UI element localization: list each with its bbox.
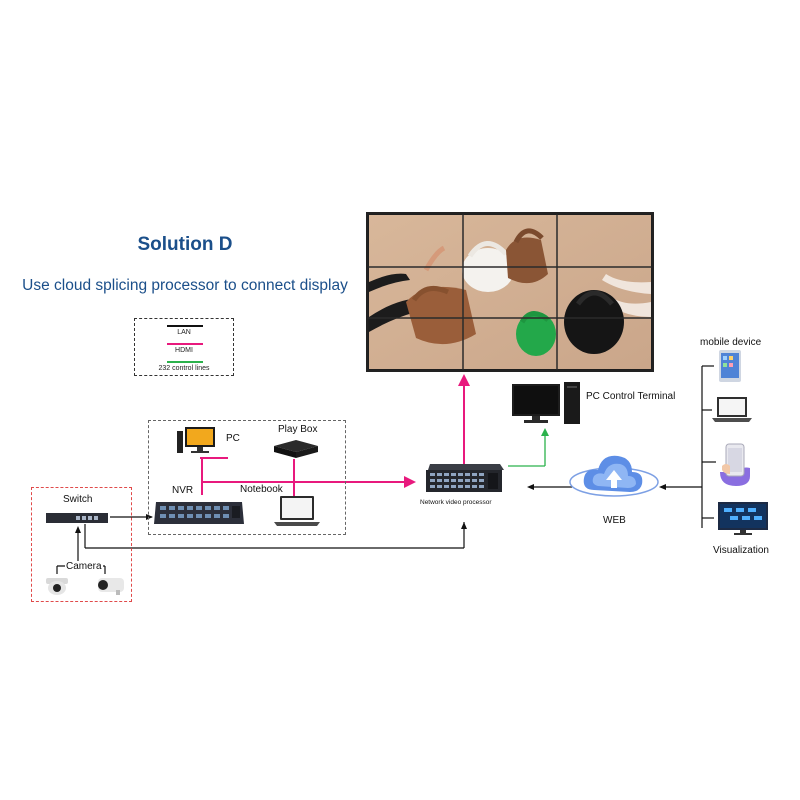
camera-dome-icon (44, 576, 70, 596)
video-wall-image (365, 211, 655, 373)
mobile-device-label: mobile device (700, 337, 762, 348)
video-wall (365, 211, 655, 373)
network-video-processor-icon (424, 464, 504, 496)
web-label: WEB (603, 515, 626, 526)
pc-label: PC (226, 433, 240, 444)
control-wires (508, 432, 546, 467)
camera-bullet-icon (94, 576, 126, 596)
phone-hand-icon (716, 442, 756, 488)
legend-hdmi-line (167, 343, 203, 345)
legend: LAN HDMI 232 control lines (134, 318, 234, 376)
camera-label: Camera (65, 561, 103, 572)
play-box-label: Play Box (278, 424, 318, 435)
legend-lan-line (167, 325, 203, 327)
pc-control-terminal-icon (512, 382, 580, 426)
pc-control-terminal-label: PC Control Terminal (586, 391, 676, 402)
solution-subtitle: Use cloud splicing processor to connect … (22, 277, 348, 294)
switch-label: Switch (63, 494, 93, 505)
lan-wires (56, 365, 716, 574)
nvr-device-icon (152, 500, 246, 526)
legend-control-label: 232 control lines (158, 365, 210, 372)
visualization-screen-icon (718, 502, 768, 536)
solution-title: Solution D (137, 234, 233, 255)
legend-hdmi-label: HDMI (175, 347, 193, 354)
legend-control-line (167, 361, 203, 363)
play-box-icon (270, 438, 320, 460)
source-devices-box (148, 420, 346, 535)
laptop-icon (712, 397, 752, 423)
legend-lan-label: LAN (177, 329, 191, 336)
notebook-laptop-icon (274, 496, 320, 528)
nvr-label: NVR (172, 485, 194, 496)
visualization-label: Visualization (713, 545, 769, 556)
hdmi-wires (200, 385, 465, 497)
notebook-label: Notebook (240, 484, 283, 495)
tablet-icon (719, 350, 741, 382)
switch-camera-box (31, 487, 132, 602)
cloud-web-icon (568, 446, 660, 510)
network-video-processor-label: Network video processor (420, 499, 492, 506)
switch-device-icon (46, 511, 108, 523)
pc-monitor-icon (177, 427, 221, 459)
